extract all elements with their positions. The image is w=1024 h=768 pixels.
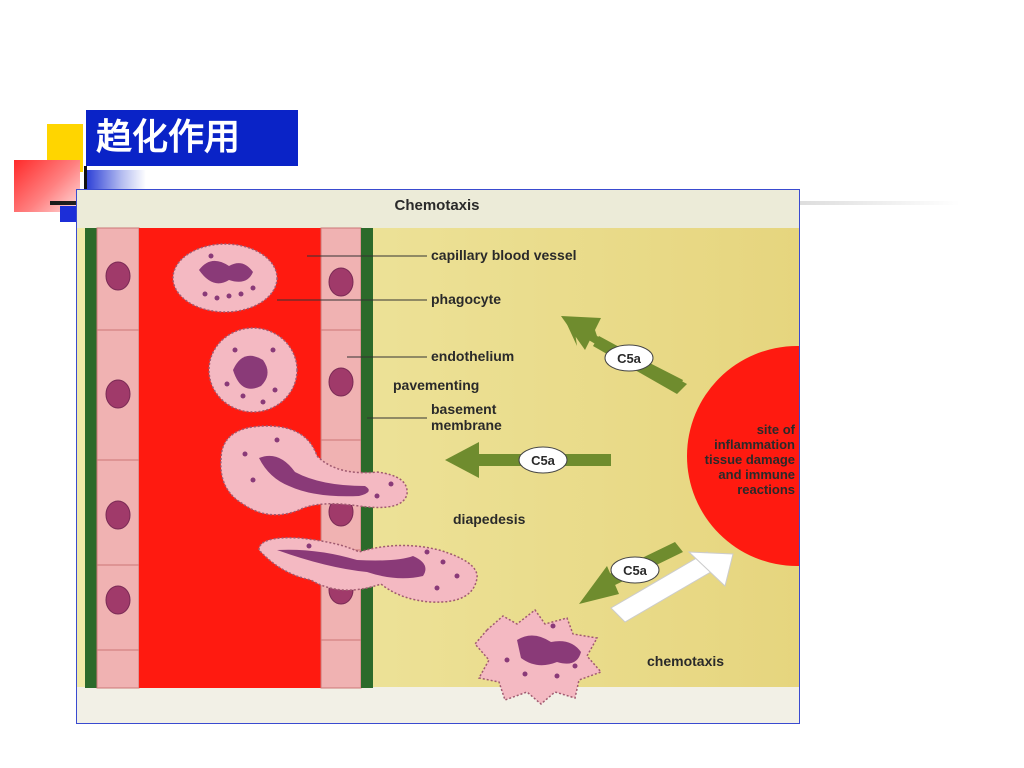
c5a-label-lower: C5a (623, 563, 648, 578)
left-cell-junctions (97, 329, 139, 651)
c5a-arrow-lower: C5a (579, 542, 683, 604)
label-pavementing: pavementing (393, 377, 479, 393)
site-line-4: and immune (718, 467, 795, 482)
c5a-arrow-upper: C5a (561, 316, 687, 394)
chemotaxis-figure: Chemotaxis (76, 189, 800, 724)
phagocyte-cell-2 (208, 327, 298, 413)
phagocyte-cell-4 (258, 537, 478, 603)
inflammation-site-label: site of inflammation tissue damage and i… (705, 422, 796, 497)
inflammation-site (687, 346, 799, 566)
decor-blue-square (60, 206, 78, 222)
label-capillary: capillary blood vessel (431, 247, 577, 263)
figure-footer-strip (77, 687, 799, 723)
c5a-label-middle: C5a (531, 453, 556, 468)
c5a-arrow-middle: C5a (445, 442, 611, 478)
decor-vertical-line (84, 166, 87, 208)
left-endothelial-nuclei (105, 261, 131, 615)
site-line-1: site of (757, 422, 796, 437)
left-basement-membrane (85, 228, 97, 688)
left-endothelium (96, 227, 140, 689)
figure-header-bar (77, 190, 799, 230)
phagocyte-chemotaxis-cell (474, 608, 603, 705)
phagocyte-cell-3 (220, 425, 408, 516)
label-phagocyte: phagocyte (431, 291, 501, 307)
right-endothelium (320, 227, 362, 689)
phagocyte-cell-1 (172, 243, 278, 313)
site-line-5: reactions (737, 482, 795, 497)
slide-title: 趋化作用 (86, 110, 298, 166)
chemotaxis-diagram: Chemotaxis (77, 190, 799, 723)
site-line-3: tissue damage (705, 452, 795, 467)
label-endothelium: endothelium (431, 348, 514, 364)
chemotaxis-direction-arrow (610, 551, 734, 623)
label-chemotaxis: chemotaxis (647, 653, 724, 669)
label-diapedesis: diapedesis (453, 511, 526, 527)
decor-blue-gradient (86, 170, 146, 190)
figure-heading: Chemotaxis (394, 197, 479, 214)
label-membrane: membrane (431, 417, 502, 433)
right-basement-membrane (361, 228, 373, 688)
label-leader-lines (277, 255, 427, 419)
site-line-2: inflammation (714, 437, 795, 452)
label-basement: basement (431, 401, 497, 417)
c5a-label-upper: C5a (617, 351, 642, 366)
